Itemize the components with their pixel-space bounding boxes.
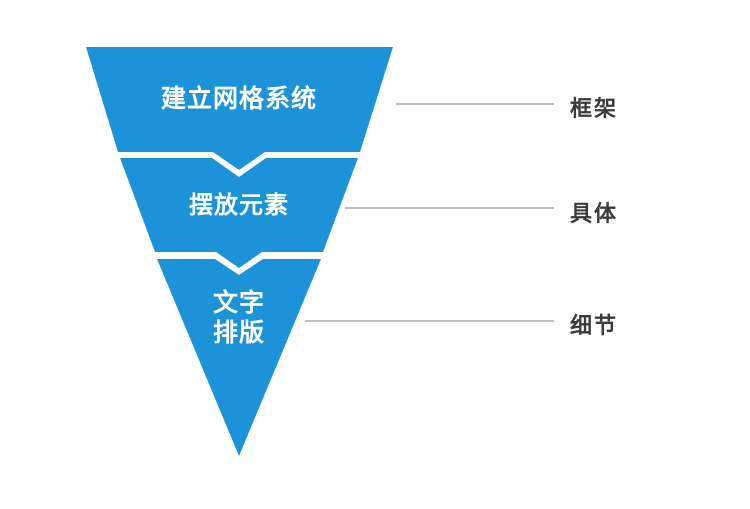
funnel-segment-3-shape[interactable]: [157, 259, 321, 456]
stage-label-1: 框架: [570, 97, 619, 122]
funnel-segment-1-text: 建立网格系统: [160, 84, 317, 113]
funnel-segment-3-text: 文字 排版: [212, 288, 265, 347]
stage-label-3: 细节: [570, 314, 619, 339]
funnel-segment-2-shape[interactable]: [120, 158, 358, 268]
funnel-segment-1-shape[interactable]: [86, 47, 393, 170]
funnel-segment-2-text: 摆放元素: [189, 191, 289, 219]
stage-label-2: 具体: [570, 202, 619, 227]
